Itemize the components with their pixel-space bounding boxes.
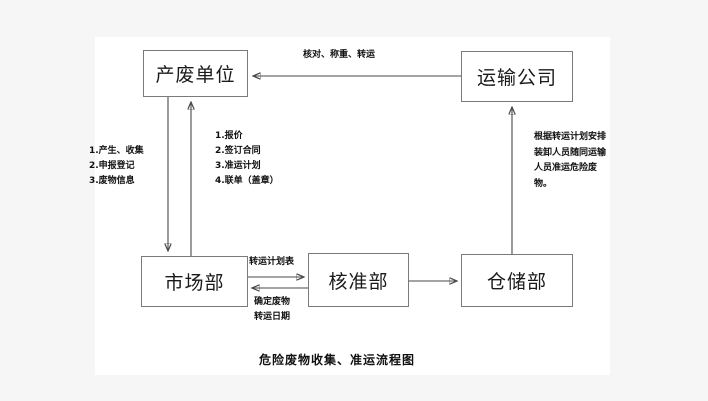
node-warehouse-label: 仓储部	[486, 271, 547, 293]
edge-label-generator-to-market: 1.产生、收集 2.申报登记 3.废物信息	[89, 144, 144, 189]
node-market[interactable]: 市场部	[141, 256, 248, 307]
edge-label-transport-to-generator: 核对、称重、转运	[303, 50, 376, 60]
node-generator-label: 产废单位	[155, 64, 236, 86]
node-approval-label: 核准部	[328, 270, 389, 293]
node-approval[interactable]: 核准部	[308, 253, 409, 307]
market-to-generator-line-2: 2.签订合同	[215, 146, 261, 156]
node-transport-label: 运输公司	[476, 67, 557, 89]
generator-to-market-line-3: 3.废物信息	[89, 176, 135, 186]
node-market-label: 市场部	[164, 272, 225, 294]
diagram-title: 危险废物收集、准运流程图	[259, 353, 416, 367]
generator-to-market-line-1: 1.产生、收集	[89, 146, 144, 156]
approval-to-market-line-1: 确定废物	[254, 297, 291, 307]
node-generator[interactable]: 产废单位	[143, 50, 248, 97]
market-to-generator-line-3: 3.准运计划	[215, 161, 261, 171]
node-transport[interactable]: 运输公司	[461, 51, 573, 102]
edge-label-market-to-approval: 转运计划表	[249, 257, 295, 267]
approval-to-market-line-2: 转运日期	[254, 312, 291, 322]
node-warehouse[interactable]: 仓储部	[461, 254, 573, 307]
edge-label-market-to-generator: 1.报价 2.签订合同 3.准运计划 4.联单（盖章）	[215, 129, 279, 189]
generator-to-market-line-2: 2.申报登记	[89, 161, 135, 171]
market-to-generator-line-4: 4.联单（盖章）	[215, 176, 279, 186]
market-to-generator-line-1: 1.报价	[215, 131, 243, 141]
edge-label-warehouse-to-transport: 根据转运计划安排装卸人员随同运输人员准运危险废物。	[534, 132, 607, 189]
edge-label-approval-to-market: 确定废物 转运日期	[254, 295, 290, 325]
